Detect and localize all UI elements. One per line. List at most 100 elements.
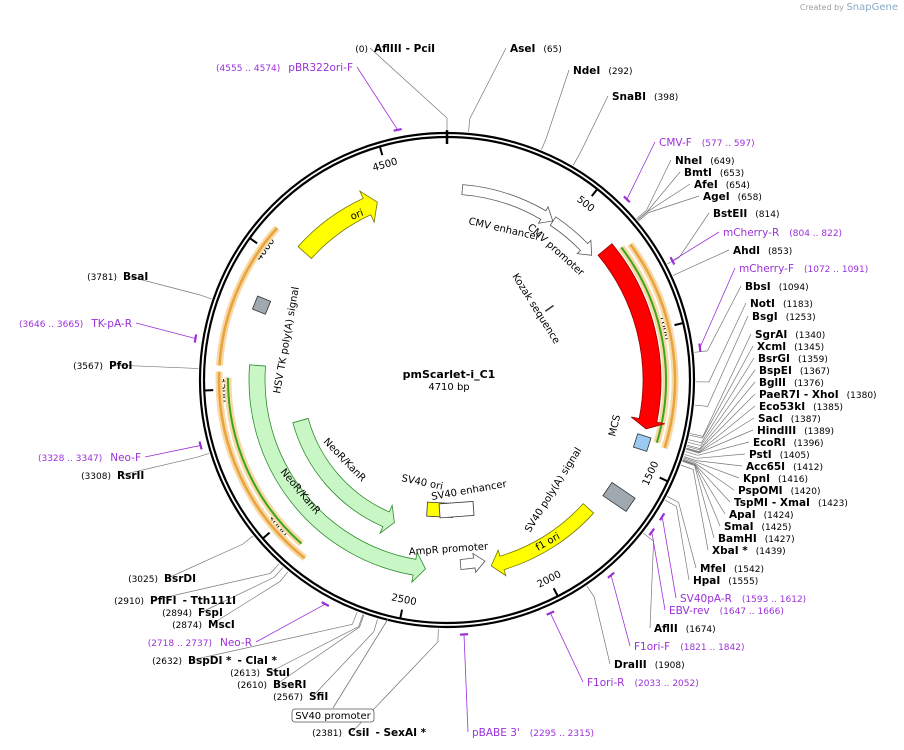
site-bglii[interactable]: BglII(1376) (687, 377, 824, 449)
feature-sv40-enhancer[interactable] (438, 500, 475, 519)
primer-f1ori-r[interactable]: F1ori-R(2033 .. 2052) (546, 610, 699, 689)
site-pflfi[interactable]: PflFI- Tth111I(2910) (114, 563, 280, 607)
primer-leader (135, 322, 196, 339)
feature-mcs[interactable] (632, 433, 652, 452)
primer-name: F1ori-F (634, 641, 670, 653)
site-leader (637, 183, 691, 221)
site-afei[interactable]: AfeI(654) (637, 179, 750, 221)
site-bbsi[interactable]: BbsI(1094) (694, 281, 809, 353)
primer-ebv-rev[interactable]: EBV-rev(1647 .. 1666) (648, 527, 784, 617)
site-name: MscI (208, 619, 235, 631)
site-kpni[interactable]: KpnI(1416) (683, 457, 808, 485)
tick-2000 (552, 587, 559, 597)
site-csii[interactable]: CsiI- SexAI *(2381) (312, 628, 439, 739)
site-acc65i[interactable]: Acc65I(1412) (683, 456, 823, 473)
site-draiii[interactable]: DraIII(1908) (586, 585, 685, 671)
orf-orange-mscarlet[interactable] (629, 243, 677, 449)
site-rsrii[interactable]: RsrII(3308) (81, 453, 210, 482)
site-position: (1253) (786, 313, 816, 323)
site-fspi[interactable]: FspI(2894) (162, 567, 284, 619)
site-snabi[interactable]: SnaBI(398) (572, 91, 678, 166)
site-hindiii[interactable]: HindIII(1389) (686, 425, 834, 454)
site-pfoi[interactable]: PfoI(3567) (73, 360, 199, 372)
feature-ampr-promoter[interactable] (459, 552, 486, 574)
site-leader (191, 612, 358, 661)
feature-neor-kanr-inner[interactable] (292, 417, 395, 535)
site-afliii[interactable]: AflIII- PciI(0) (355, 43, 448, 131)
site-agei[interactable]: AgeI(658) (638, 191, 762, 222)
primer-pbabe-3[interactable]: pBABE 3'(2295 .. 2315) (459, 633, 594, 739)
site-bsrgi[interactable]: BsrGI(1359) (688, 353, 828, 444)
site-name: KpnI (743, 473, 770, 485)
site-ecori[interactable]: EcoRI(1396) (685, 437, 824, 456)
primer-sv40pa-r[interactable]: SV40pA-R(1593 .. 1612) (659, 512, 806, 605)
feature-f1-ori[interactable] (490, 503, 595, 577)
site-leader (468, 47, 507, 132)
site-saci[interactable]: SacI(1387) (686, 413, 821, 453)
site-xbai[interactable]: XbaI *(1439) (680, 464, 786, 557)
tick-label-4500: 4500 (371, 156, 399, 174)
site-ahdi[interactable]: AhdI(853) (672, 245, 792, 276)
feature-hsv-tk-polya[interactable] (251, 295, 272, 315)
sv40-promoter-boxed-label[interactable]: SV40 promoter (291, 618, 389, 723)
site-smai[interactable]: SmaI(1425) (682, 460, 792, 533)
site-bspei[interactable]: BspEI(1367) (687, 365, 830, 446)
primer-tk-pa-r[interactable]: TK-pA-R(3646 .. 3665) (19, 318, 198, 343)
feature-mscarlet-i[interactable] (597, 243, 665, 430)
site-stui[interactable]: StuI(2613) (230, 614, 364, 679)
primer-name: pBR322ori-F (288, 62, 353, 74)
primer-cmv-f[interactable]: CMV-F(577 .. 597) (623, 137, 755, 203)
site-leader (685, 441, 750, 456)
site-bsai[interactable]: BsaI(3781) (87, 271, 212, 300)
site-leader (687, 381, 756, 449)
tick-1000 (674, 322, 684, 327)
site-pspomi[interactable]: PspOMI(1420) (682, 458, 821, 497)
site-sgrai[interactable]: SgrAI(1340) (690, 329, 825, 437)
site-mfei[interactable]: MfeI(1542) (666, 496, 764, 575)
site-xcmi[interactable]: XcmI(1345) (689, 341, 824, 439)
orf-green-mscarlet[interactable] (620, 246, 667, 443)
site-eco53ki[interactable]: Eco53kI(1385) (686, 401, 844, 452)
primer-leader (463, 634, 469, 733)
site-bseri[interactable]: BseRI(2610) (237, 614, 365, 691)
site-leader (586, 585, 611, 665)
feature-neor-kanr-outer[interactable] (248, 364, 426, 584)
orf-orange-neo[interactable] (217, 371, 306, 560)
feature-sv40-polya[interactable] (602, 481, 636, 512)
site-leader (686, 429, 754, 454)
site-leader (643, 532, 654, 629)
site-position: (3025) (128, 575, 158, 585)
site-asei[interactable]: AseI(65) (468, 43, 562, 132)
site-leader (167, 535, 254, 579)
site-hpai[interactable]: HpaI(1555) (664, 499, 758, 587)
feature-cmv-promoter[interactable] (549, 216, 593, 256)
site-psti[interactable]: PstI(1405) (684, 449, 810, 461)
site-paer7i[interactable]: PaeR7I- XhoI(1380) (686, 389, 877, 451)
site-nhei[interactable]: NheI(649) (636, 155, 735, 219)
site-sfii[interactable]: SfiI(2567) (273, 619, 378, 703)
feature-cmv-enhancer[interactable] (461, 184, 554, 224)
orf-green-neo[interactable] (227, 377, 303, 545)
site-bspdi[interactable]: BspDI *- ClaI *(2632) (152, 612, 358, 667)
feature-label-hsv-tk: HSV TK poly(A) signal (272, 286, 302, 395)
site-leader (664, 499, 690, 581)
orf-orange-left[interactable] (218, 227, 279, 366)
primer-mcherry-r[interactable]: mCherry-R(804 .. 822) (669, 227, 843, 265)
site-position: (2874) (172, 621, 202, 631)
site-bamhi[interactable]: BamHI(1427) (682, 461, 795, 545)
site-bsrdi[interactable]: BsrDI(3025) (128, 535, 254, 585)
site-bsteii[interactable]: BstEII(814) (667, 208, 779, 265)
site-msci[interactable]: MscI (2874) (172, 571, 289, 631)
site-bsgi[interactable]: BsgI(1253) (694, 311, 816, 407)
site-noti[interactable]: NotI(1183) (695, 298, 813, 383)
primer-neo-r[interactable]: Neo-R(2718 .. 2737) (148, 601, 330, 649)
site-name: Eco53kI (759, 401, 805, 413)
primer-name: mCherry-F (739, 263, 794, 275)
primer-neo-f[interactable]: Neo-F(3328 .. 3347) (38, 441, 203, 464)
primer-pbr322ori-f[interactable]: pBR322ori-F(4555 .. 4574) (216, 62, 402, 132)
primer-f1ori-f[interactable]: F1ori-F(1821 .. 1842) (607, 571, 745, 653)
primer-leader (699, 267, 736, 348)
primer-mcherry-f[interactable]: mCherry-F(1072 .. 1091) (698, 263, 868, 352)
feature-ori[interactable] (297, 189, 378, 260)
site-ndei[interactable]: NdeI(292) (541, 65, 633, 150)
